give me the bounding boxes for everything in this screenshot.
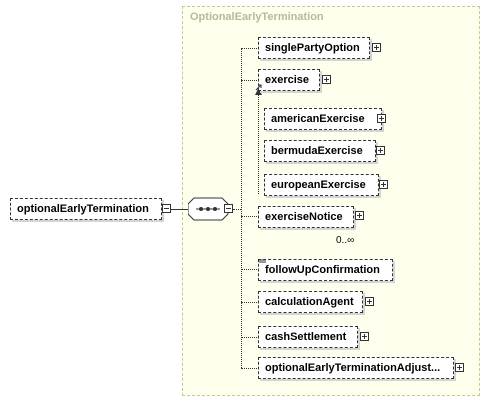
expand-icon[interactable] [360,332,369,341]
element-europeanExercise[interactable]: europeanExercise [264,174,379,196]
expand-icon[interactable] [372,43,381,52]
occurrence-label: 0..∞ [336,235,355,246]
expand-icon[interactable] [365,297,374,306]
expand-icon[interactable] [322,75,331,84]
element-label: calculationAgent [265,296,354,308]
element-bermudaExercise[interactable]: bermudaExercise [264,140,376,162]
element-americanExercise[interactable]: americanExercise [264,108,382,130]
element-label: exercise [265,74,310,86]
branch-line [241,368,257,369]
substitution-group-line [258,94,259,194]
element-calculationAgent[interactable]: calculationAgent [258,291,363,313]
element-label: americanExercise [271,113,365,125]
element-followUpConfirmation[interactable]: followUpConfirmation [258,259,393,281]
element-exerciseNotice[interactable]: exerciseNotice [258,206,354,228]
element-singlePartyOption[interactable]: singlePartyOption [258,37,370,59]
collapse-icon[interactable] [162,204,171,213]
element-label: exerciseNotice [265,211,343,223]
element-label: europeanExercise [271,179,366,191]
expand-icon[interactable] [379,180,388,189]
expand-icon[interactable] [376,146,385,155]
element-label: singlePartyOption [265,42,360,54]
element-exercise[interactable]: exercise [258,69,320,91]
simple-content-icon [259,259,266,263]
branch-line [241,269,257,270]
root-element-optionalEarlyTermination[interactable]: optionalEarlyTermination [10,198,162,220]
type-title: OptionalEarlyTermination [190,11,324,23]
element-label: optionalEarlyTerminationAdjust... [265,362,441,374]
substitution-arrow-icon [255,88,262,95]
collapse-sequence-icon[interactable] [224,204,233,213]
branch-line [241,80,257,81]
root-element-label: optionalEarlyTermination [17,203,149,215]
expand-icon[interactable] [355,211,364,220]
element-label: cashSettlement [265,331,347,343]
branch-line [241,337,257,338]
branch-line [241,216,257,217]
connector-line [233,209,241,210]
element-label: followUpConfirmation [265,264,380,276]
sequence-bracket-line [241,48,242,368]
branch-line [241,48,257,49]
branch-line [241,302,257,303]
element-cashSettlement[interactable]: cashSettlement [258,326,358,348]
connector-line [171,209,189,210]
expand-icon[interactable] [455,363,464,372]
abstract-marker-icon [255,84,262,91]
element-label: bermudaExercise [271,145,363,157]
element-optionalEarlyTerminationAdjustedDates[interactable]: optionalEarlyTerminationAdjust... [258,357,454,379]
sequence-compositor-icon[interactable] [188,197,240,221]
expand-icon[interactable] [377,114,386,123]
